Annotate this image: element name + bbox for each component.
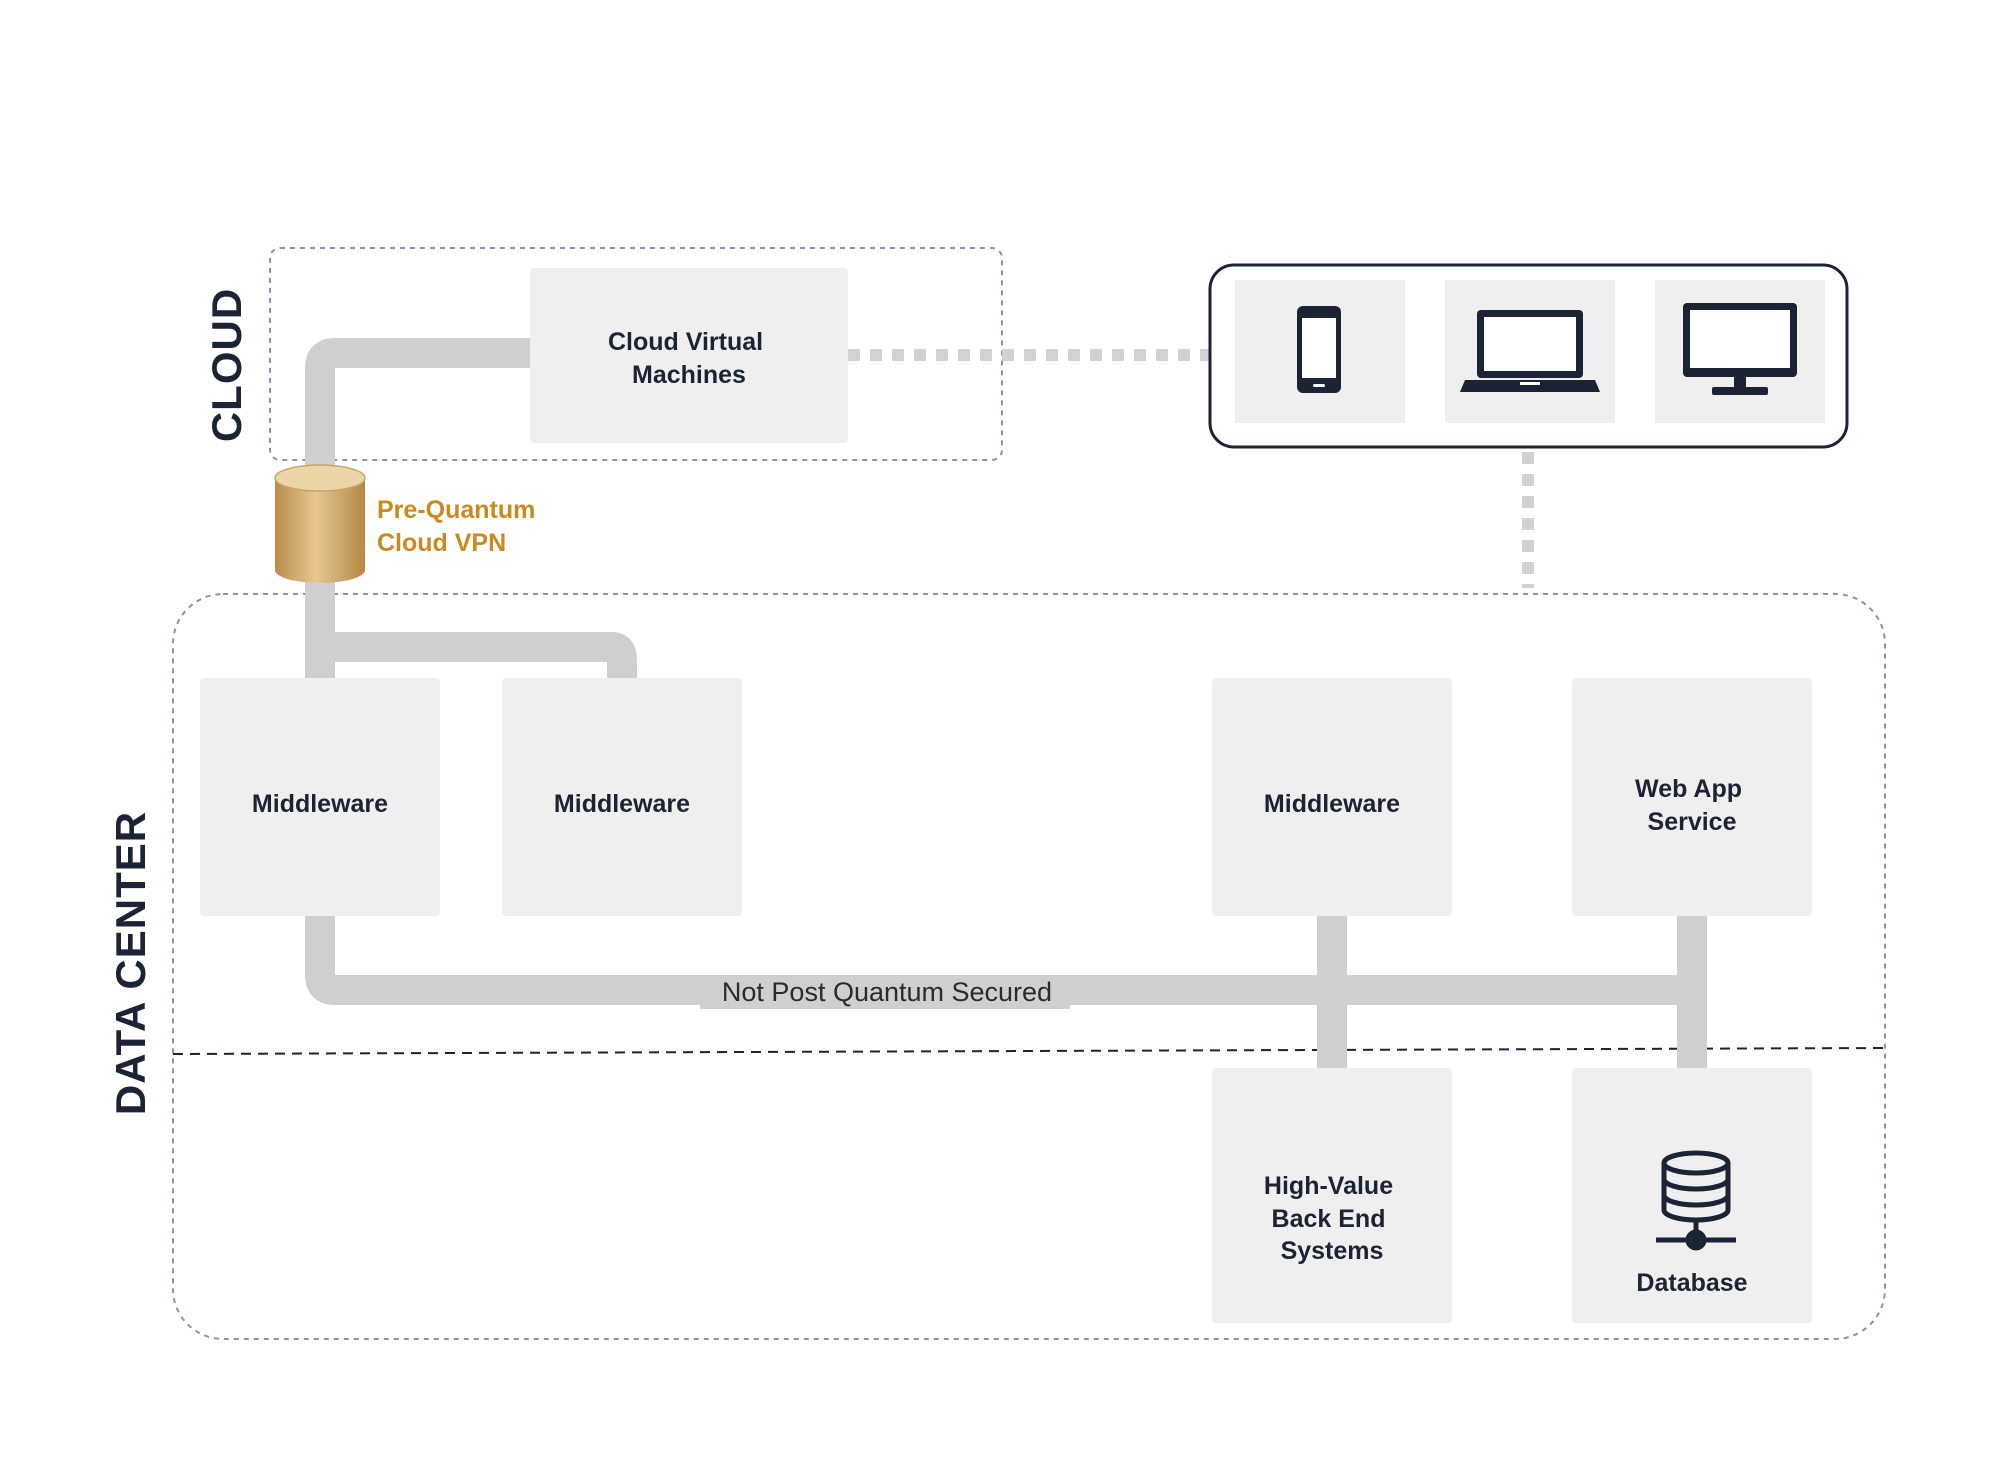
web-app-service-label: Web App Service [1635, 775, 1749, 836]
cloud-vm-node[interactable]: Cloud Virtual Machines [530, 268, 848, 443]
middleware-box-1 [200, 678, 440, 916]
connection-label-bg [700, 975, 1070, 1009]
backend-systems-node[interactable]: High-Value Back End Systems [1212, 1068, 1452, 1323]
cloud-vm-label: Cloud Virtual Machines [608, 328, 770, 389]
vpn-label: Pre-Quantum Cloud VPN [377, 496, 542, 557]
middleware-node-3[interactable]: Middleware [1212, 678, 1452, 916]
vpn-cylinder-top [274, 464, 366, 492]
middleware-label-1: Middleware [252, 790, 388, 818]
bottom-trunk-pipe [305, 915, 1692, 1005]
backend-systems-label-line2: Back End [1272, 1205, 1386, 1233]
database-label: Database [1636, 1269, 1747, 1297]
device-tile-laptop[interactable] [1445, 280, 1615, 423]
cloud-vm-box [530, 268, 848, 443]
database-node[interactable]: Database [1572, 1068, 1812, 1323]
cloud-region-label: CLOUD [203, 288, 250, 442]
middleware-node-2[interactable]: Middleware [502, 678, 742, 916]
cloud-vm-label-line1: Cloud Virtual [608, 328, 763, 356]
middleware-label-2: Middleware [554, 790, 690, 818]
desktop-monitor-icon [1683, 303, 1797, 395]
data-center-region-label: DATA CENTER [107, 811, 154, 1115]
cloud-vm-label-line2: Machines [632, 361, 746, 389]
backend-systems-label: High-Value Back End Systems [1264, 1172, 1400, 1265]
vpn-cylinder-icon[interactable] [274, 464, 366, 583]
device-tile-desktop[interactable] [1655, 280, 1825, 423]
connection-label: Not Post Quantum Secured [722, 977, 1052, 1007]
middleware-node-1[interactable]: Middleware [200, 678, 440, 916]
backend-systems-label-line3: Systems [1281, 1237, 1384, 1265]
cloud-to-middleware-pipe [305, 338, 530, 680]
vpn-cylinder-body [275, 478, 365, 583]
web-app-service-label-line1: Web App [1635, 775, 1742, 803]
web-app-service-box [1572, 678, 1812, 916]
smartphone-icon [1297, 306, 1341, 393]
middleware-box-2 [502, 678, 742, 916]
database-box [1572, 1068, 1812, 1323]
backend-systems-label-line1: High-Value [1264, 1172, 1393, 1200]
web-app-service-label-line2: Service [1648, 808, 1737, 836]
backend-systems-box [1212, 1068, 1452, 1323]
middleware-box-3 [1212, 678, 1452, 916]
data-center-divider [172, 1047, 1886, 1055]
middleware-branch-pipe [320, 632, 637, 680]
web-app-service-node[interactable]: Web App Service [1572, 678, 1812, 916]
vpn-label-line1: Pre-Quantum [377, 496, 535, 524]
laptop-icon [1460, 310, 1600, 392]
middleware-label-3: Middleware [1264, 790, 1400, 818]
devices-panel[interactable] [1208, 263, 1849, 449]
database-icon [1656, 1150, 1736, 1251]
data-center-region-border [172, 593, 1886, 1340]
vpn-label-line2: Cloud VPN [377, 529, 506, 557]
device-tile-phone[interactable] [1235, 280, 1405, 423]
connectors [305, 338, 1707, 1070]
